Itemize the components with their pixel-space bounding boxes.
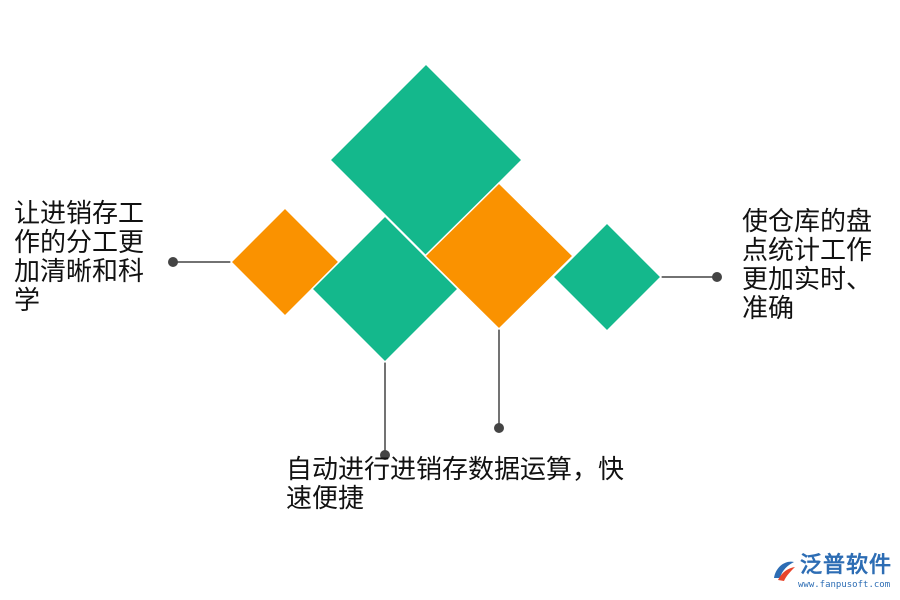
logo-mark-icon bbox=[774, 561, 795, 581]
label-left: 让进销存工作的分工更加清晰和科学 bbox=[14, 199, 145, 316]
connector-dot-left bbox=[168, 257, 178, 267]
label-bottom: 自动进行进销存数据运算，快速便捷 bbox=[286, 455, 625, 514]
label-right: 使仓库的盘点统计工作更加实时、准确 bbox=[742, 207, 873, 324]
connector-dot-right bbox=[712, 272, 722, 282]
logo: 泛普软件 www.fanpusoft.com bbox=[770, 552, 894, 596]
logo-name: 泛普软件 bbox=[800, 553, 893, 578]
logo-url: www.fanpusoft.com bbox=[798, 580, 891, 590]
diamond-orange-center bbox=[423, 181, 575, 331]
diamond-green-right bbox=[551, 221, 663, 333]
connector-dot-bottom-left bbox=[380, 450, 390, 460]
connector-dot-bottom-center bbox=[494, 423, 504, 433]
